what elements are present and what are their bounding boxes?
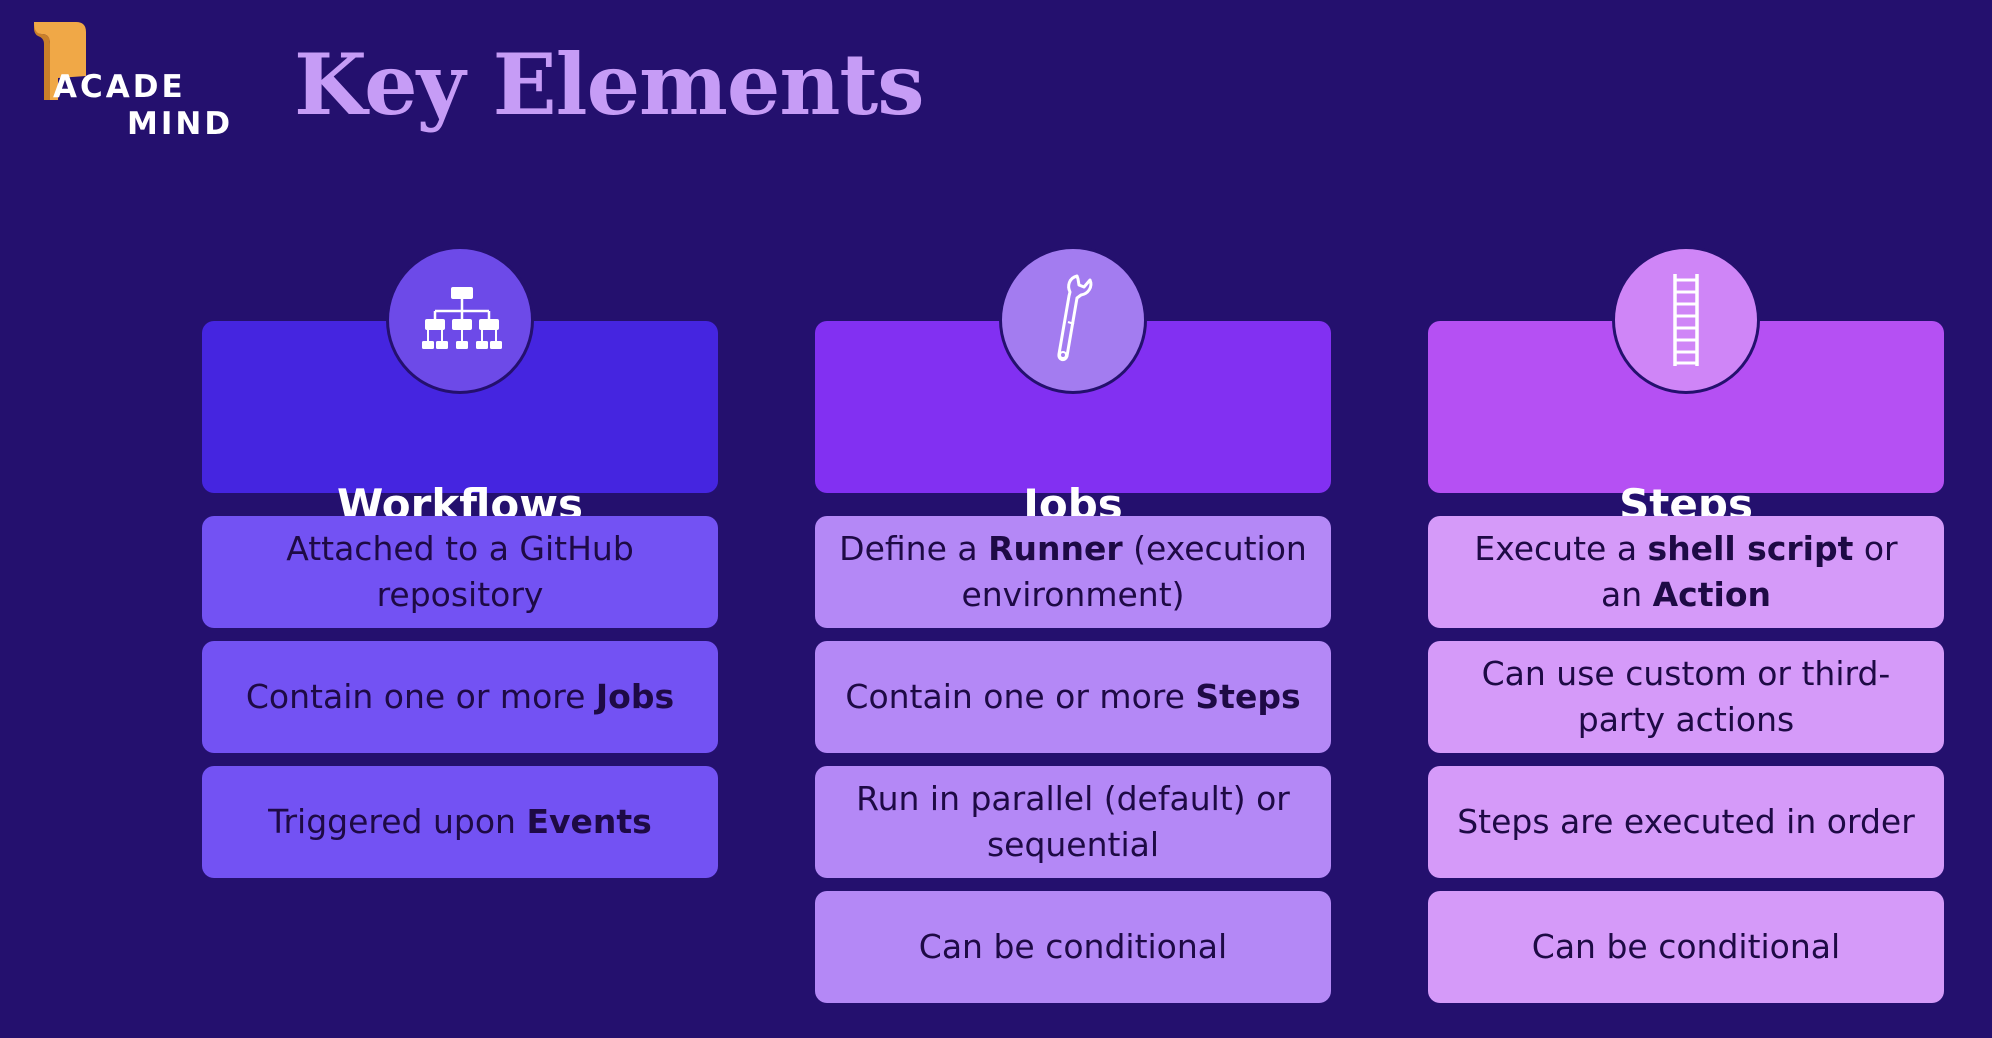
steps-item-text: Can use custom or third-party actions [1481, 654, 1891, 739]
highlight-term: Events [526, 802, 652, 841]
workflows-item: Contain one or more Jobs [202, 641, 718, 753]
jobs-item-text: Contain one or more Steps [845, 677, 1301, 716]
jobs-item-text: Define a Runner (execution environment) [839, 529, 1307, 614]
page-title: Key Elements [294, 35, 925, 134]
steps-item: Can be conditional [1428, 891, 1944, 1003]
workflows-item-text: Contain one or more Jobs [245, 677, 675, 716]
highlight-term: Jobs [595, 677, 675, 716]
jobs-item: Define a Runner (execution environment) [815, 516, 1331, 628]
items-jobs: Define a Runner (execution environment) C… [815, 516, 1331, 1016]
highlight-term: Action [1652, 575, 1771, 614]
highlight-term: Runner [988, 529, 1123, 568]
steps-item: Can use custom or third-party actions [1428, 641, 1944, 753]
highlight-term: Steps [1195, 677, 1301, 716]
ladder-icon [1612, 246, 1760, 394]
jobs-item-text: Run in parallel (default) or sequential [856, 779, 1290, 864]
logo-text-line-1: ACADE [53, 69, 186, 105]
hierarchy-icon [386, 246, 534, 394]
jobs-item: Can be conditional [815, 891, 1331, 1003]
academind-logo: ACADE MIND [32, 20, 242, 145]
jobs-item: Contain one or more Steps [815, 641, 1331, 753]
workflows-item: Triggered upon Events [202, 766, 718, 878]
scroll-logo-icon [34, 22, 86, 100]
workflows-item-text: Triggered upon Events [268, 802, 652, 841]
steps-item: Execute a shell script or an Action [1428, 516, 1944, 628]
steps-item-text: Can be conditional [1531, 927, 1841, 966]
jobs-item-text: Can be conditional [918, 927, 1228, 966]
jobs-item: Run in parallel (default) or sequential [815, 766, 1331, 878]
highlight-term: shell script [1647, 529, 1854, 568]
logo-text-line-2: MIND [127, 106, 234, 142]
workflows-item: Attached to a GitHub repository [202, 516, 718, 628]
steps-item-text: Execute a shell script or an Action [1474, 529, 1898, 614]
workflows-item-text: Attached to a GitHub repository [286, 529, 634, 614]
wrench-icon [999, 246, 1147, 394]
steps-item-text: Steps are executed in order [1457, 802, 1915, 841]
steps-item: Steps are executed in order [1428, 766, 1944, 878]
